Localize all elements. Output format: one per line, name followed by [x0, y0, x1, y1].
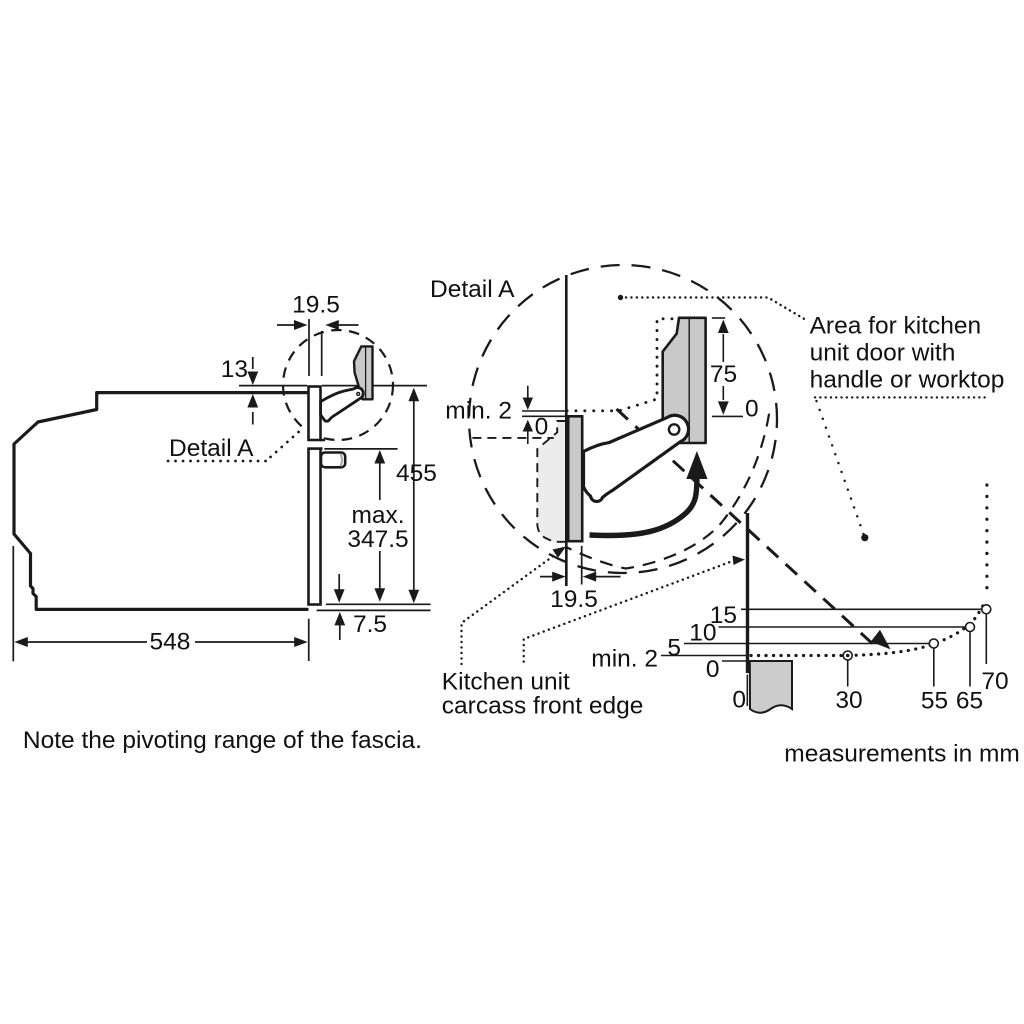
svg-text:min. 2: min. 2 [445, 398, 512, 425]
svg-text:19.5: 19.5 [292, 292, 340, 319]
svg-text:Area for kitchen: Area for kitchen [810, 313, 982, 340]
svg-text:min. 2: min. 2 [591, 646, 658, 673]
svg-text:548: 548 [150, 629, 191, 656]
svg-text:65: 65 [956, 688, 983, 715]
svg-text:max.: max. [351, 502, 404, 529]
svg-text:455: 455 [396, 460, 437, 487]
svg-text:Detail A: Detail A [430, 276, 515, 303]
svg-text:5: 5 [667, 635, 681, 662]
svg-text:Detail A: Detail A [169, 435, 254, 462]
svg-text:7.5: 7.5 [353, 611, 387, 638]
svg-text:70: 70 [981, 668, 1008, 695]
svg-text:19.5: 19.5 [550, 586, 598, 613]
svg-text:measurements in mm: measurements in mm [784, 741, 1020, 768]
svg-text:10: 10 [689, 620, 716, 647]
svg-text:30: 30 [835, 687, 862, 714]
svg-text:347.5: 347.5 [347, 526, 408, 553]
svg-text:Note the pivoting range of the: Note the pivoting range of the fascia. [23, 727, 422, 754]
svg-text:55: 55 [921, 688, 948, 715]
svg-text:15: 15 [710, 602, 737, 629]
svg-text:handle or worktop: handle or worktop [810, 367, 1005, 394]
svg-text:75: 75 [710, 361, 737, 388]
svg-text:0: 0 [535, 413, 549, 440]
svg-text:Kitchen unit: Kitchen unit [442, 669, 570, 696]
svg-text:0: 0 [732, 687, 746, 714]
svg-text:0: 0 [745, 396, 759, 423]
svg-text:carcass front edge: carcass front edge [442, 693, 644, 720]
svg-text:0: 0 [706, 656, 720, 683]
svg-text:13: 13 [221, 356, 248, 383]
svg-text:unit door with: unit door with [810, 340, 956, 367]
